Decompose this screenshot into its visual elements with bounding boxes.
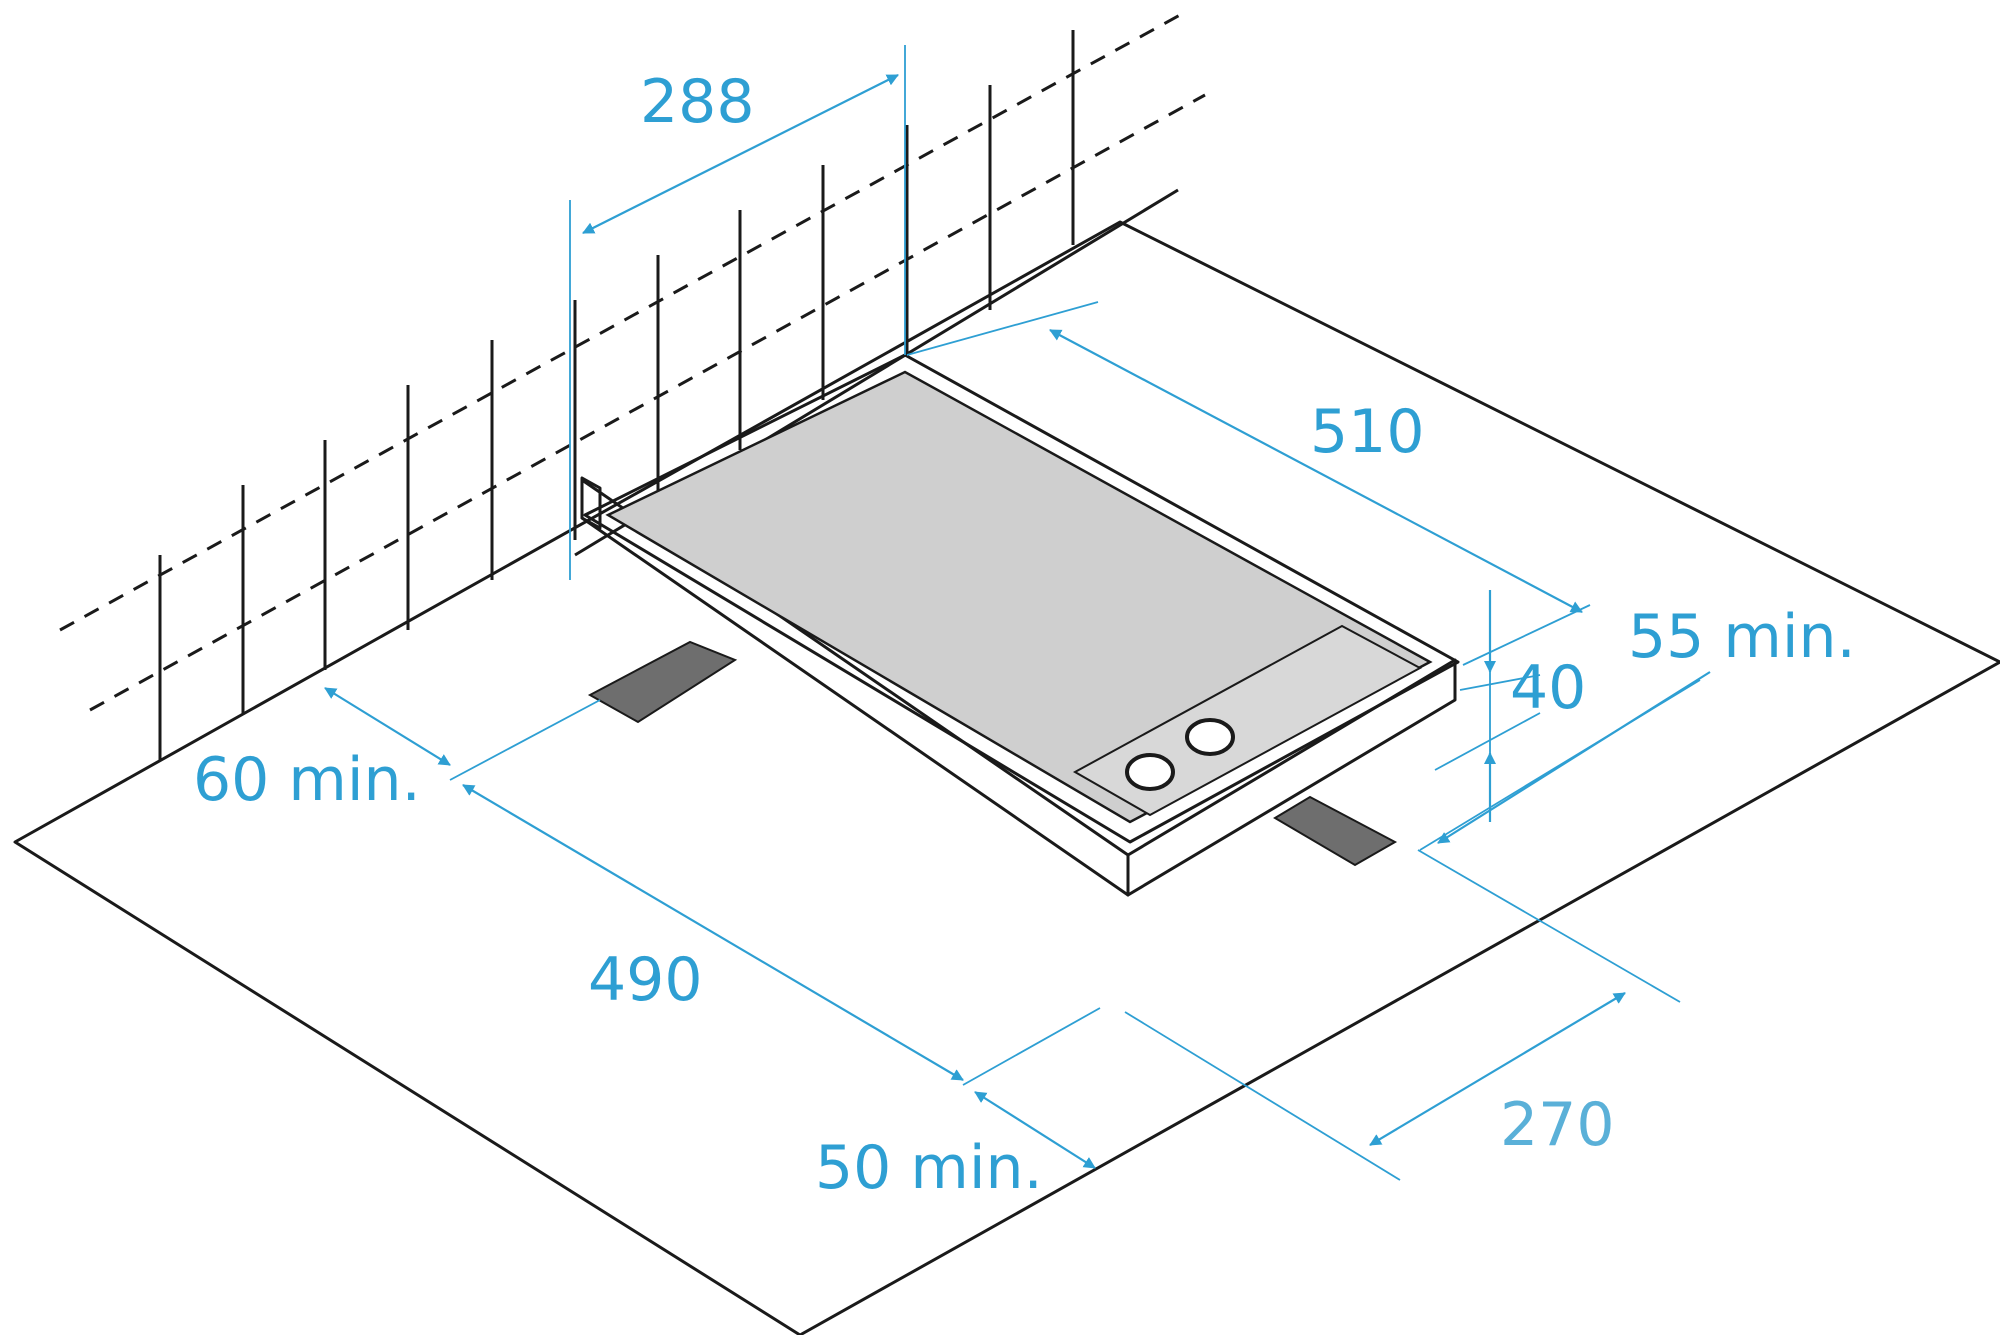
hob — [580, 353, 1460, 897]
dimension-labels: 288 510 55 min. 40 60 min. 490 50 min. 2… — [193, 67, 1856, 1203]
label-50-min: 50 min. — [815, 1133, 1043, 1203]
label-55-min: 55 min. — [1628, 602, 1856, 672]
label-270: 270 — [1500, 1090, 1615, 1160]
label-60-min: 60 min. — [193, 745, 421, 815]
countertop — [13, 220, 2000, 1335]
dimension-lines — [324, 45, 1711, 1181]
control-knob-icon — [1125, 753, 1175, 791]
label-288: 288 — [640, 67, 755, 137]
label-490: 490 — [588, 945, 703, 1015]
label-40: 40 — [1510, 653, 1586, 723]
cutout-shadows — [587, 640, 1398, 867]
control-knob-icon — [1185, 718, 1235, 756]
label-510: 510 — [1310, 397, 1425, 467]
hob-frame — [583, 353, 1460, 844]
